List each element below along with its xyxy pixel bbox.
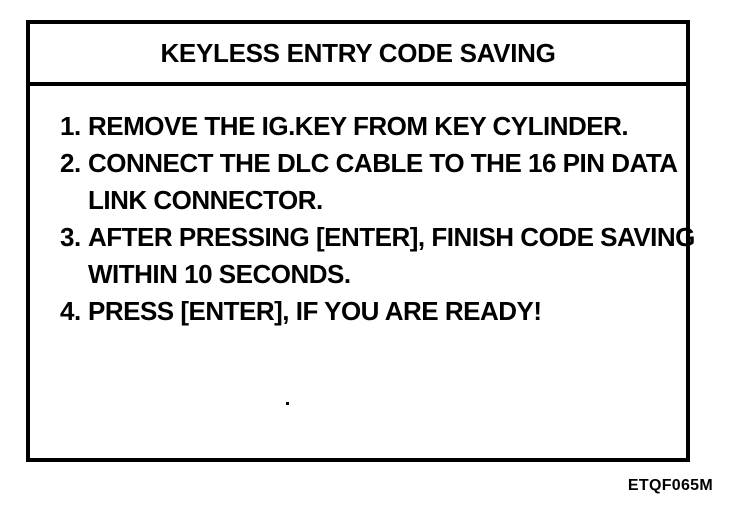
instruction-item: 4. PRESS [ENTER], IF YOU ARE READY! — [60, 293, 686, 330]
instruction-list: 1. REMOVE THE IG.KEY FROM KEY CYLINDER. … — [30, 86, 695, 330]
instruction-line: CONNECT THE DLC CABLE TO THE 16 PIN DATA — [88, 148, 678, 178]
instruction-text: AFTER PRESSING [ENTER], FINISH CODE SAVI… — [88, 219, 695, 293]
instruction-number: 2. — [60, 148, 81, 178]
instruction-text: PRESS [ENTER], IF YOU ARE READY! — [88, 293, 542, 330]
instruction-item: 3. AFTER PRESSING [ENTER], FINISH CODE S… — [60, 219, 695, 293]
instruction-panel: KEYLESS ENTRY CODE SAVING 1. REMOVE THE … — [26, 20, 695, 462]
instruction-item: 2. CONNECT THE DLC CABLE TO THE 16 PIN D… — [60, 145, 686, 219]
figure-code-label: ETQF065M — [627, 477, 713, 494]
instruction-line: AFTER PRESSING [ENTER], FINISH CODE SAVI… — [88, 222, 695, 252]
instruction-line: REMOVE THE IG.KEY FROM KEY CYLINDER. — [88, 111, 629, 141]
instruction-number: 3. — [60, 222, 81, 252]
instruction-number: 1. — [60, 111, 81, 141]
instruction-item: 1. REMOVE THE IG.KEY FROM KEY CYLINDER. — [60, 108, 686, 145]
instruction-line: WITHIN 10 SECONDS. — [88, 259, 351, 289]
instruction-number: 4. — [60, 296, 81, 326]
instruction-line: PRESS [ENTER], IF YOU ARE READY! — [88, 296, 542, 326]
panel-header: KEYLESS ENTRY CODE SAVING — [30, 24, 686, 86]
instruction-text: REMOVE THE IG.KEY FROM KEY CYLINDER. — [88, 108, 629, 145]
scan-speck — [286, 402, 289, 405]
panel-title: KEYLESS ENTRY CODE SAVING — [160, 37, 556, 68]
instruction-line: LINK CONNECTOR. — [88, 185, 323, 215]
instruction-text: CONNECT THE DLC CABLE TO THE 16 PIN DATA… — [88, 145, 678, 219]
